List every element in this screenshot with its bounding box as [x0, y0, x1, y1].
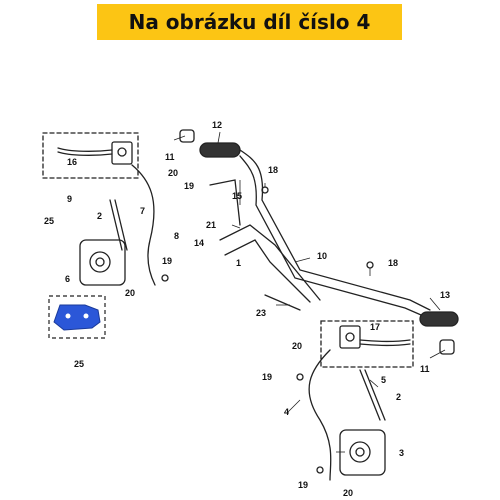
label-19: 19 [162, 256, 172, 266]
label-19: 19 [298, 480, 308, 490]
label-20: 20 [343, 488, 353, 498]
label-20: 20 [168, 168, 178, 178]
left-brake-lever [57, 147, 113, 152]
label-18: 18 [388, 258, 398, 268]
label-5: 5 [381, 375, 386, 385]
label-11: 11 [165, 152, 175, 162]
label-14: 14 [194, 238, 204, 248]
label-8: 8 [174, 231, 179, 241]
bar-end-right [439, 339, 455, 355]
label-3: 3 [399, 448, 404, 458]
label-19: 19 [184, 181, 194, 191]
bolt [316, 466, 324, 474]
label-25: 25 [44, 216, 54, 226]
label-4: 4 [284, 407, 289, 417]
label-23: 23 [256, 308, 266, 318]
label-10: 10 [317, 251, 327, 261]
right-grip [419, 311, 459, 327]
right-lever-group-box [320, 320, 414, 368]
right-caliper [339, 429, 386, 476]
label-20: 20 [125, 288, 135, 298]
right-master-cylinder [339, 325, 361, 349]
label-25: 25 [74, 359, 84, 369]
label-20: 20 [292, 341, 302, 351]
label-18: 18 [268, 165, 278, 175]
label-7: 7 [140, 206, 145, 216]
label-2: 2 [396, 392, 401, 402]
label-9: 9 [67, 194, 72, 204]
bar-end-left [179, 129, 195, 143]
label-6: 6 [65, 274, 70, 284]
label-17: 17 [370, 322, 380, 332]
label-15: 15 [232, 191, 242, 201]
label-2: 2 [97, 211, 102, 221]
label-1: 1 [236, 258, 241, 268]
left-grip [199, 142, 241, 158]
label-16: 16 [67, 157, 77, 167]
handlebar [239, 149, 431, 311]
title-banner: Na obrázku díl číslo 4 [97, 4, 402, 40]
label-13: 13 [440, 290, 450, 300]
label-12: 12 [212, 120, 222, 130]
banner-text: Na obrázku díl číslo 4 [128, 10, 371, 34]
right-brake-hose [308, 349, 332, 481]
left-brake-hose [131, 164, 156, 286]
left-master-cylinder [111, 141, 133, 165]
left-caliper [79, 239, 126, 286]
bolt [366, 261, 374, 269]
part-25-box [48, 295, 106, 339]
label-11: 11 [420, 364, 430, 374]
label-21: 21 [206, 220, 216, 230]
right-brake-lever [359, 339, 411, 343]
bolt [296, 373, 304, 381]
bolt [161, 274, 169, 282]
label-19: 19 [262, 372, 272, 382]
brake-pad-highlighted [53, 304, 101, 331]
